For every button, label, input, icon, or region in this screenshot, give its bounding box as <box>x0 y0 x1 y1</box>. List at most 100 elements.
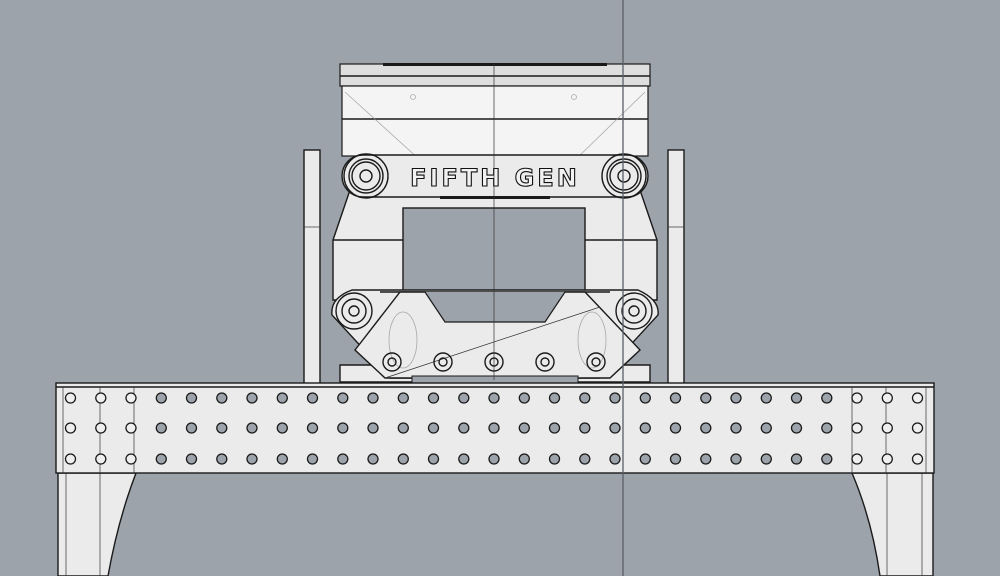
table-hole <box>458 392 470 404</box>
table-hole <box>790 453 803 465</box>
table-hole <box>518 422 530 434</box>
table-hole <box>276 422 288 434</box>
table-hole <box>911 422 924 434</box>
table-hole <box>730 422 742 434</box>
table-hole <box>639 453 651 465</box>
table-hole <box>518 453 530 465</box>
table-hole <box>125 453 137 465</box>
table-hole <box>639 392 651 404</box>
table-hole <box>760 422 772 434</box>
table-hole <box>306 453 319 465</box>
table-hole <box>367 392 379 404</box>
table-hole <box>881 453 893 465</box>
table-hole <box>427 453 440 465</box>
table-hole <box>95 422 107 434</box>
table-hole <box>548 422 561 434</box>
right-leg[interactable] <box>850 472 934 576</box>
table-hole <box>185 453 198 465</box>
table-hole <box>397 392 409 404</box>
table-hole <box>488 422 500 434</box>
table-hole <box>609 392 621 404</box>
table-hole <box>579 453 591 465</box>
table-hole <box>64 392 77 404</box>
table-hole <box>216 422 228 434</box>
table-hole <box>216 453 228 465</box>
upper-cap <box>339 63 651 161</box>
clamp-head[interactable]: FIFTH GEN <box>331 63 659 384</box>
table-hole <box>367 453 379 465</box>
table-hole <box>911 453 924 465</box>
table-hole <box>790 392 803 404</box>
pivot-lower-left <box>335 292 373 330</box>
table-hole <box>337 392 349 404</box>
table-hole <box>669 453 682 465</box>
table-hole <box>458 422 470 434</box>
table-hole <box>609 422 621 434</box>
table-hole <box>458 453 470 465</box>
table-hole <box>95 392 107 404</box>
table-hole <box>246 453 258 465</box>
table-hole <box>95 453 107 465</box>
table-hole <box>397 453 409 465</box>
table-hole <box>760 392 772 404</box>
table-hole <box>639 422 651 434</box>
table-hole <box>488 392 500 404</box>
table-hole <box>821 422 833 434</box>
right-post[interactable] <box>667 149 685 385</box>
table-hole <box>700 422 712 434</box>
table-hole <box>548 392 561 404</box>
table-hole <box>790 422 803 434</box>
pivot-right <box>601 153 647 199</box>
table-hole <box>821 392 833 404</box>
table-hole <box>427 422 440 434</box>
table-hole <box>851 453 863 465</box>
logo-link-bar: FIFTH GEN <box>341 153 649 199</box>
table-hole <box>125 422 137 434</box>
left-post[interactable] <box>303 149 321 385</box>
table-hole <box>155 392 167 404</box>
table-hole <box>276 392 288 404</box>
table-hole <box>246 392 258 404</box>
table-hole <box>881 392 893 404</box>
table-holes <box>64 392 924 465</box>
table-hole <box>155 422 167 434</box>
table-hole <box>851 392 863 404</box>
engraving-text: FIFTH GEN <box>410 164 580 192</box>
pivot-left <box>343 153 389 199</box>
table-hole <box>246 422 258 434</box>
table-hole <box>609 453 621 465</box>
left-leg[interactable] <box>57 472 138 576</box>
table-hole <box>669 392 682 404</box>
table-hole <box>367 422 379 434</box>
lower-link-plate <box>331 289 659 384</box>
table-hole <box>700 453 712 465</box>
table-hole <box>518 392 530 404</box>
table-hole <box>851 422 863 434</box>
table-hole <box>185 422 198 434</box>
table-hole <box>125 392 137 404</box>
pivot-lower-right <box>615 292 653 330</box>
table-hole <box>185 392 198 404</box>
table-hole <box>548 453 561 465</box>
table-hole <box>64 422 77 434</box>
table-hole <box>821 453 833 465</box>
table-hole <box>911 392 924 404</box>
table-hole <box>669 422 682 434</box>
table-hole <box>155 453 167 465</box>
table-hole <box>337 422 349 434</box>
fixture-table[interactable] <box>55 382 935 474</box>
table-hole <box>881 422 893 434</box>
table-hole <box>730 392 742 404</box>
table-hole <box>579 422 591 434</box>
table-hole <box>337 453 349 465</box>
table-hole <box>306 392 319 404</box>
table-hole <box>64 453 77 465</box>
table-hole <box>579 392 591 404</box>
table-hole <box>216 392 228 404</box>
table-hole <box>760 453 772 465</box>
table-hole <box>730 453 742 465</box>
table-hole <box>427 392 440 404</box>
table-hole <box>700 392 712 404</box>
